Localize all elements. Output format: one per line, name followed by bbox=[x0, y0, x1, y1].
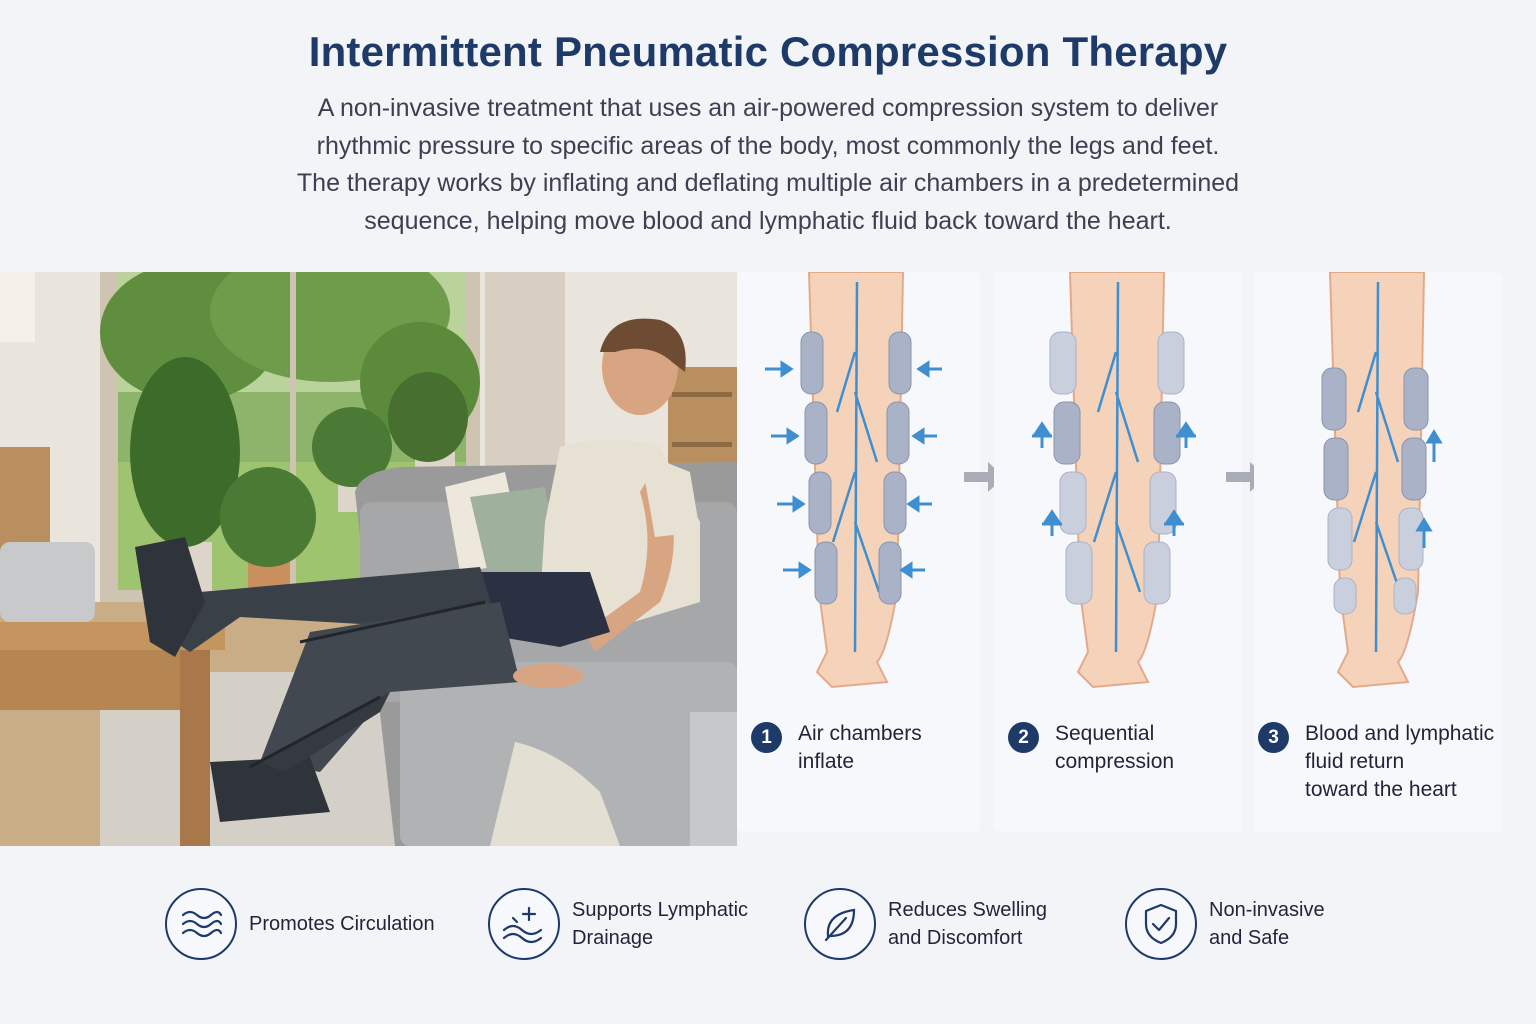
description-line: sequence, helping move blood and lymphat… bbox=[364, 206, 1172, 235]
step-panel-1: 1 Air chambers inflate bbox=[737, 272, 980, 832]
benefit-lymphatic: Supports Lymphatic Drainage bbox=[488, 888, 748, 960]
leg-return-illustration bbox=[1321, 272, 1443, 689]
step-panel-3: 3 Blood and lymphatic fluid return towar… bbox=[1254, 272, 1502, 832]
benefit-label-line: Drainage bbox=[572, 927, 654, 949]
leg-inflate-illustration bbox=[765, 272, 942, 689]
leaf-icon bbox=[804, 888, 876, 960]
benefit-label-line: Promotes Circulation bbox=[249, 913, 435, 935]
step-number-badge: 3 bbox=[1258, 722, 1289, 753]
step-caption: 3 Blood and lymphatic fluid return towar… bbox=[1258, 720, 1515, 804]
benefit-circulation: Promotes Circulation bbox=[165, 888, 435, 960]
benefit-label: Reduces Swelling and Discomfort bbox=[888, 896, 1047, 952]
benefit-label-line: Supports Lymphatic bbox=[572, 899, 749, 921]
benefit-label-line: Non-invasive bbox=[1209, 899, 1325, 921]
benefit-swelling: Reduces Swelling and Discomfort bbox=[804, 888, 1047, 960]
step-label-line: Air chambers bbox=[798, 722, 922, 745]
step-label-line: compression bbox=[1055, 750, 1175, 773]
step-number-badge: 1 bbox=[751, 722, 782, 753]
shield-check-icon bbox=[1125, 888, 1197, 960]
step-caption: 2 Sequential compression bbox=[1008, 720, 1265, 776]
leg-sequential-illustration bbox=[1032, 272, 1196, 689]
step-label-line: Blood and lymphatic bbox=[1305, 722, 1495, 745]
description-line: rhythmic pressure to specific areas of t… bbox=[316, 131, 1220, 160]
step-caption: 1 Air chambers inflate bbox=[751, 720, 1008, 776]
step-label: Air chambers inflate bbox=[798, 720, 1008, 776]
benefit-label-line: and Safe bbox=[1209, 927, 1290, 949]
benefit-label-line: Reduces Swelling bbox=[888, 899, 1047, 921]
benefit-safe: Non-invasive and Safe bbox=[1125, 888, 1325, 960]
step-label-line: fluid return bbox=[1305, 750, 1405, 773]
benefit-label: Promotes Circulation bbox=[249, 910, 435, 938]
benefit-label-line: and Discomfort bbox=[888, 927, 1023, 949]
step-panel-2: 2 Sequential compression bbox=[994, 272, 1242, 832]
therapy-photo bbox=[0, 272, 737, 846]
description: A non-invasive treatment that uses an ai… bbox=[160, 90, 1376, 240]
description-line: A non-invasive treatment that uses an ai… bbox=[317, 94, 1219, 122]
step-label: Blood and lymphatic fluid return toward … bbox=[1305, 720, 1515, 804]
description-line: The therapy works by inflating and defla… bbox=[296, 169, 1240, 197]
step-label-line: inflate bbox=[798, 750, 855, 773]
living-room-scene bbox=[0, 272, 737, 846]
step-number-badge: 2 bbox=[1008, 722, 1039, 753]
waves-icon bbox=[165, 888, 237, 960]
step-label-line: Sequential bbox=[1055, 722, 1155, 745]
page-title: Intermittent Pneumatic Compression Thera… bbox=[308, 28, 1228, 75]
lymph-flow-icon bbox=[488, 888, 560, 960]
step-label: Sequential compression bbox=[1055, 720, 1265, 776]
step-label-line: toward the heart bbox=[1305, 778, 1457, 801]
benefit-label: Supports Lymphatic Drainage bbox=[572, 896, 748, 952]
benefit-label: Non-invasive and Safe bbox=[1209, 896, 1325, 952]
